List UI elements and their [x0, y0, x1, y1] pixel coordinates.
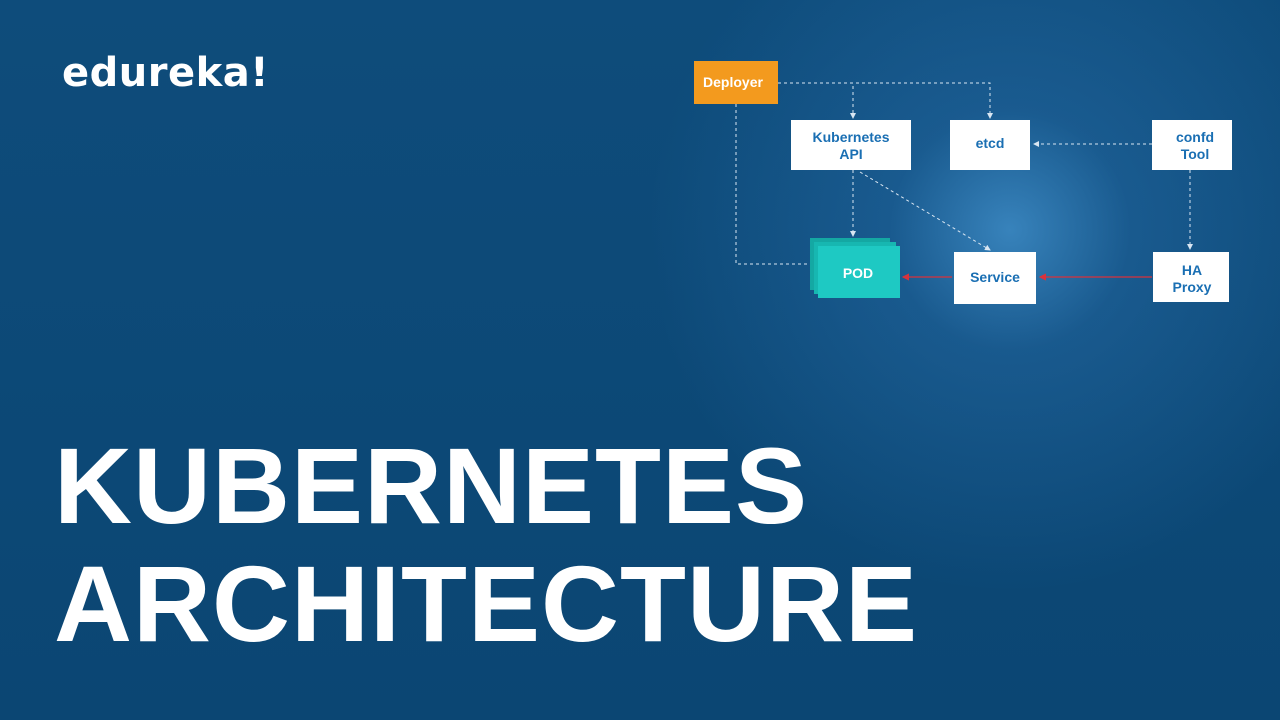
- edureka-logo: edureka!: [62, 50, 269, 96]
- edge-deployer-to-etcd: [778, 82, 993, 119]
- node-deployer: Deployer: [694, 61, 778, 104]
- edge-deployer-to-api: [778, 82, 856, 119]
- node-kubernetes-api-label-2: API: [839, 146, 862, 162]
- node-ha-proxy: HA Proxy: [1153, 252, 1229, 302]
- node-kubernetes-api: Kubernetes API: [791, 120, 911, 170]
- node-service: Service: [954, 252, 1036, 304]
- node-confd-label-1: confd: [1176, 129, 1214, 145]
- node-etcd-label: etcd: [976, 135, 1005, 151]
- node-pod-label: POD: [843, 265, 873, 281]
- node-service-label: Service: [970, 269, 1020, 285]
- title-line-2: ARCHITECTURE: [54, 543, 918, 664]
- node-ha-proxy-label-2: Proxy: [1173, 279, 1212, 295]
- node-confd-tool: confd Tool: [1152, 120, 1232, 170]
- edge-api-to-service: [859, 171, 991, 251]
- node-ha-proxy-label-1: HA: [1182, 262, 1202, 278]
- node-etcd: etcd: [950, 120, 1030, 170]
- node-kubernetes-api-label-1: Kubernetes: [812, 129, 889, 145]
- title-line-1: KUBERNETES: [54, 425, 809, 546]
- node-pod: POD: [810, 238, 900, 298]
- node-confd-label-2: Tool: [1181, 146, 1210, 162]
- node-deployer-label: Deployer: [703, 74, 763, 90]
